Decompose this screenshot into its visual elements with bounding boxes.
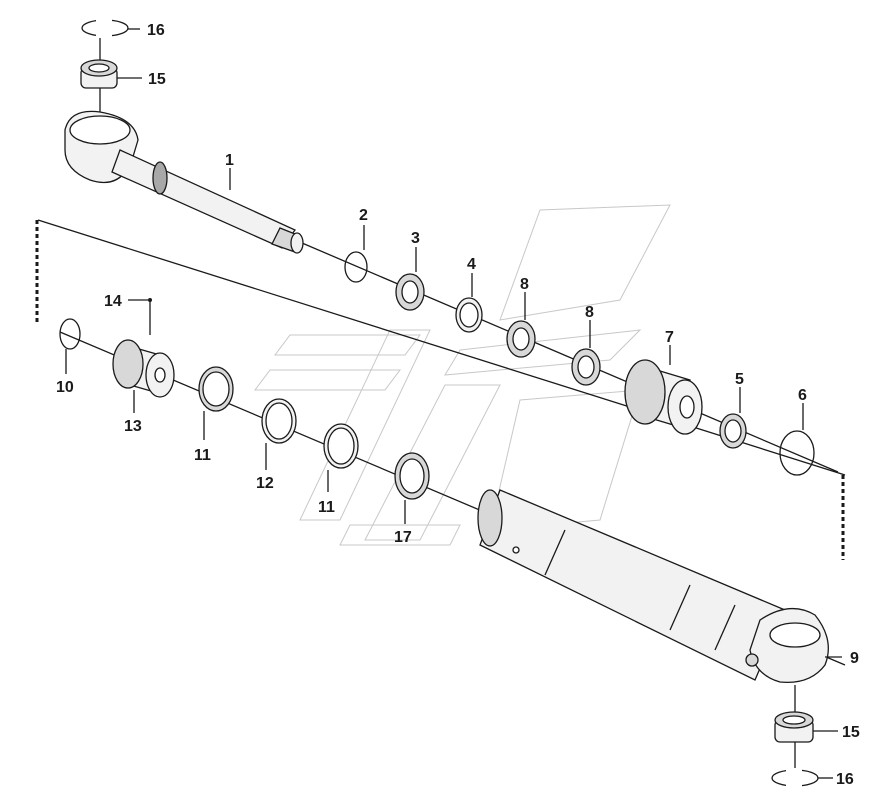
- ring-6: [779, 430, 815, 476]
- callout-13: 13: [124, 418, 142, 435]
- ring-11-first: [198, 366, 234, 412]
- callout-5: 5: [735, 371, 744, 388]
- ring-5: [719, 413, 747, 449]
- callout-7: 7: [665, 329, 674, 346]
- callout-17: 17: [394, 529, 412, 546]
- bushing-15-top: [80, 59, 118, 89]
- snap-ring-16-top: [81, 18, 129, 38]
- callout-labels: 16 15 1 2 3 4 8 8 7 5 6 14 10 13 11 12 1…: [56, 22, 860, 788]
- callout-15-top: 15: [148, 71, 166, 88]
- callout-11-second: 11: [318, 499, 335, 516]
- o-ring-2: [344, 251, 368, 283]
- callout-11-first: 11: [194, 447, 211, 464]
- callout-4: 4: [467, 256, 476, 273]
- callout-8-first: 8: [520, 276, 529, 293]
- callout-6: 6: [798, 387, 807, 404]
- ring-17: [394, 452, 430, 500]
- snap-ring-16-bottom: [771, 768, 819, 788]
- callout-16-top: 16: [147, 22, 165, 39]
- ring-12: [261, 398, 297, 444]
- callout-12: 12: [256, 475, 274, 492]
- bushing-15-bottom: [774, 711, 814, 743]
- watermark-logo: [254, 204, 671, 546]
- cylinder-barrel-9: [477, 489, 829, 684]
- leader-lines: [65, 28, 842, 779]
- piston-rod-1: [64, 110, 304, 254]
- callout-8-second: 8: [585, 304, 594, 321]
- callout-3: 3: [411, 230, 420, 247]
- ring-11-second: [323, 423, 359, 469]
- screw-14: [148, 298, 152, 335]
- seal-8-first: [506, 320, 536, 358]
- o-ring-10: [59, 318, 81, 350]
- seal-4: [455, 297, 483, 333]
- seal-8-second: [571, 348, 601, 386]
- callout-10: 10: [56, 379, 74, 396]
- callout-2: 2: [359, 207, 368, 224]
- callout-14: 14: [104, 293, 122, 310]
- callout-16-bottom: 16: [836, 771, 854, 788]
- callout-1: 1: [225, 152, 234, 169]
- piston-13: [112, 339, 175, 398]
- cylinder-head-7: [624, 359, 703, 435]
- wiper-3: [395, 273, 425, 311]
- callout-15-bottom: 15: [842, 724, 860, 741]
- callout-9: 9: [850, 650, 859, 667]
